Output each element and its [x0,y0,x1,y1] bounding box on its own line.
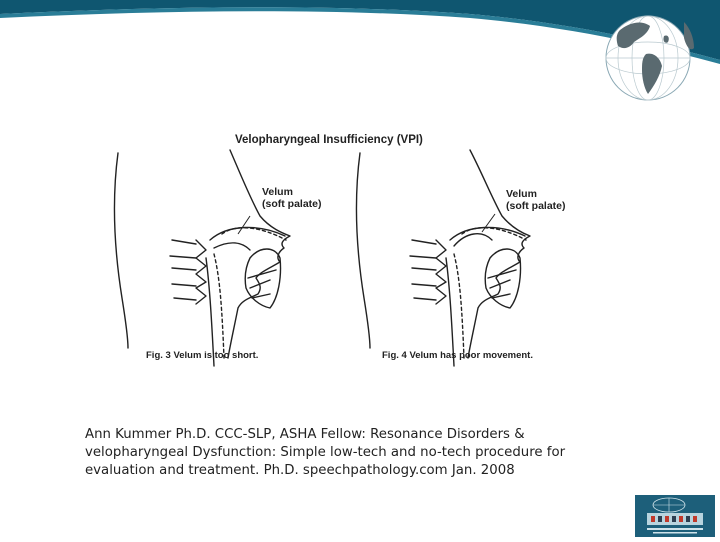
citation-line: velopharyngeal Dysfunction: Simple low-t… [85,444,645,462]
velum-label-line1: Velum [506,188,566,200]
velum-pointer-fig3 [238,216,250,234]
caption-fig3: Fig. 3 Velum is too short. [146,350,258,361]
citation-line: evaluation and treatment. Ph.D. speechpa… [85,462,645,480]
velum-pointer-fig4 [482,214,495,232]
head-outline-fig3 [115,150,290,366]
logo-graphic [635,495,715,537]
velum-label-fig3: Velum (soft palate) [262,186,322,210]
caption-fig4: Fig. 4 Velum has poor movement. [382,350,533,361]
citation-text: Ann Kummer Ph.D. CCC-SLP, ASHA Fellow: R… [85,426,645,480]
velum-label-line2: (soft palate) [262,198,322,210]
citation-line: Ann Kummer Ph.D. CCC-SLP, ASHA Fellow: R… [85,426,645,444]
velum-label-fig4: Velum (soft palate) [506,188,566,212]
velum-label-line1: Velum [262,186,322,198]
head-outline-fig4 [357,150,530,366]
velum-label-line2: (soft palate) [506,200,566,212]
organization-logo [633,493,717,539]
globe-icon [590,8,710,108]
vpi-diagram [110,128,610,373]
figure-title: Velopharyngeal Insufficiency (VPI) [235,134,423,146]
